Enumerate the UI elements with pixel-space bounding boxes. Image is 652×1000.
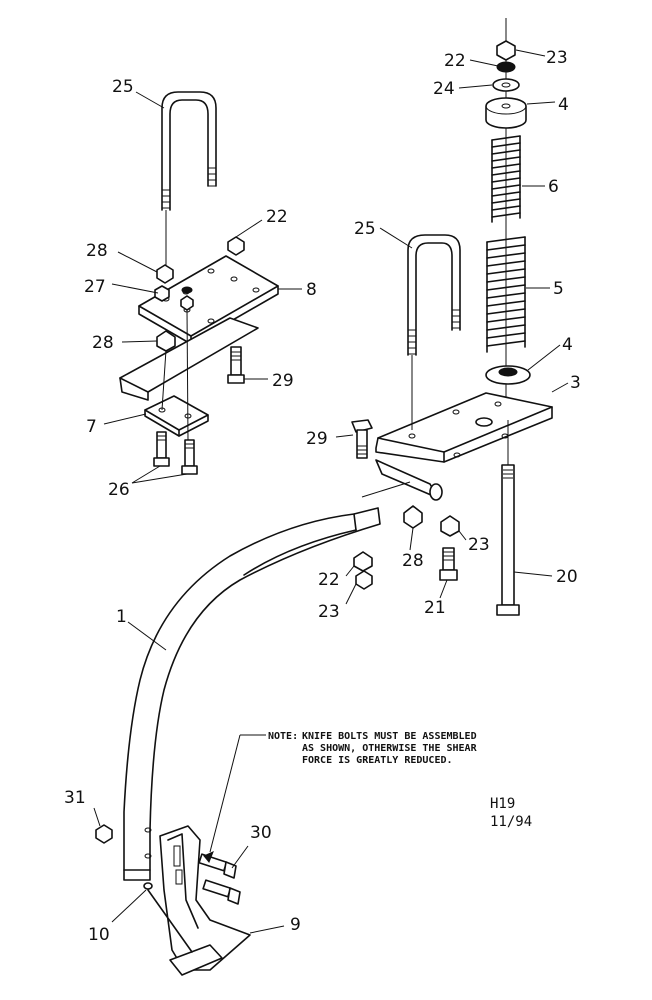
top-nut	[496, 40, 516, 61]
pivot-plate	[375, 392, 553, 501]
frame-bar	[119, 317, 259, 393]
nut-22-left	[227, 236, 245, 256]
assembly-note: NOTE: KNIFE BOLTS MUST BE ASSEMBLED AS S…	[268, 731, 478, 766]
callout-22-mid: 22	[318, 570, 340, 590]
callout-28-b: 28	[92, 333, 114, 353]
washer-10	[143, 882, 153, 890]
callout-23-top: 23	[546, 48, 568, 68]
note-prefix: NOTE:	[268, 731, 298, 742]
nut-28-center	[403, 505, 423, 529]
callout-10: 10	[88, 925, 110, 945]
leader-lines	[93, 49, 569, 934]
spring-assembly	[485, 18, 531, 420]
callout-25-left: 25	[112, 77, 134, 97]
nut-28-top	[156, 264, 174, 284]
long-bolt	[496, 420, 520, 616]
callout-23-low: 23	[318, 602, 340, 622]
shank	[123, 507, 381, 881]
callout-5: 5	[553, 279, 564, 299]
callout-29-right: 29	[306, 429, 328, 449]
long-bolt-shank	[501, 464, 515, 606]
note-line-1: KNIFE BOLTS MUST BE ASSEMBLED	[302, 731, 477, 742]
callout-4-top: 4	[558, 95, 569, 115]
bolt-21	[439, 547, 458, 581]
lock-washer	[496, 61, 516, 73]
callout-29-left: 29	[272, 371, 294, 391]
callout-28-c: 28	[402, 551, 424, 571]
callout-31: 31	[64, 788, 86, 808]
callout-21: 21	[424, 598, 446, 618]
u-bolt-right	[407, 234, 461, 430]
nut-31	[95, 824, 113, 844]
callout-20: 20	[556, 567, 578, 587]
nut-23-lower	[355, 570, 373, 590]
flat-washer	[492, 78, 520, 92]
knife-bolts	[198, 853, 241, 905]
nut-22-lower	[353, 551, 373, 572]
nut-23-center	[440, 515, 460, 537]
nut-27	[154, 285, 170, 302]
callout-24: 24	[433, 79, 455, 99]
callout-22-left: 22	[266, 207, 288, 227]
callout-7: 7	[86, 417, 97, 437]
callout-23-mid: 23	[468, 535, 490, 555]
callout-9: 9	[290, 915, 301, 935]
hinge-tube	[375, 459, 439, 499]
lower-spring	[486, 236, 526, 353]
callout-labels: 23 22 24 4 6 5 4 3 25 22 28 27 8 28 29 7…	[64, 48, 581, 945]
callout-27: 27	[84, 277, 106, 297]
nut-28-lower-left	[156, 330, 176, 352]
callout-3: 3	[570, 373, 581, 393]
note-line-3: FORCE IS GREATLY REDUCED.	[302, 755, 453, 766]
shank-bar	[123, 507, 381, 871]
drawing-code-date: 11/94	[490, 814, 532, 830]
note-line-2: AS SHOWN, OTHERWISE THE SHEAR	[302, 743, 478, 754]
knife	[147, 825, 251, 976]
callout-26: 26	[108, 480, 130, 500]
callout-1: 1	[116, 607, 127, 627]
lower-clamp-plate	[144, 395, 209, 431]
callout-25-right: 25	[354, 219, 376, 239]
clamp-assembly	[119, 91, 279, 475]
drawing-code-id: H19	[490, 796, 515, 812]
callout-28-a: 28	[86, 241, 108, 261]
upper-spring	[491, 135, 521, 223]
pivot-plate-top	[375, 392, 553, 463]
bolt-right-29	[351, 419, 373, 459]
callout-22-top: 22	[444, 51, 466, 71]
callout-30: 30	[250, 823, 272, 843]
drawing-code: H19 11/94	[490, 796, 532, 830]
knife-blade	[159, 825, 251, 971]
callout-6: 6	[548, 177, 559, 197]
callout-4-mid: 4	[562, 335, 573, 355]
callout-8: 8	[306, 280, 317, 300]
spring-cap-top	[485, 97, 527, 129]
